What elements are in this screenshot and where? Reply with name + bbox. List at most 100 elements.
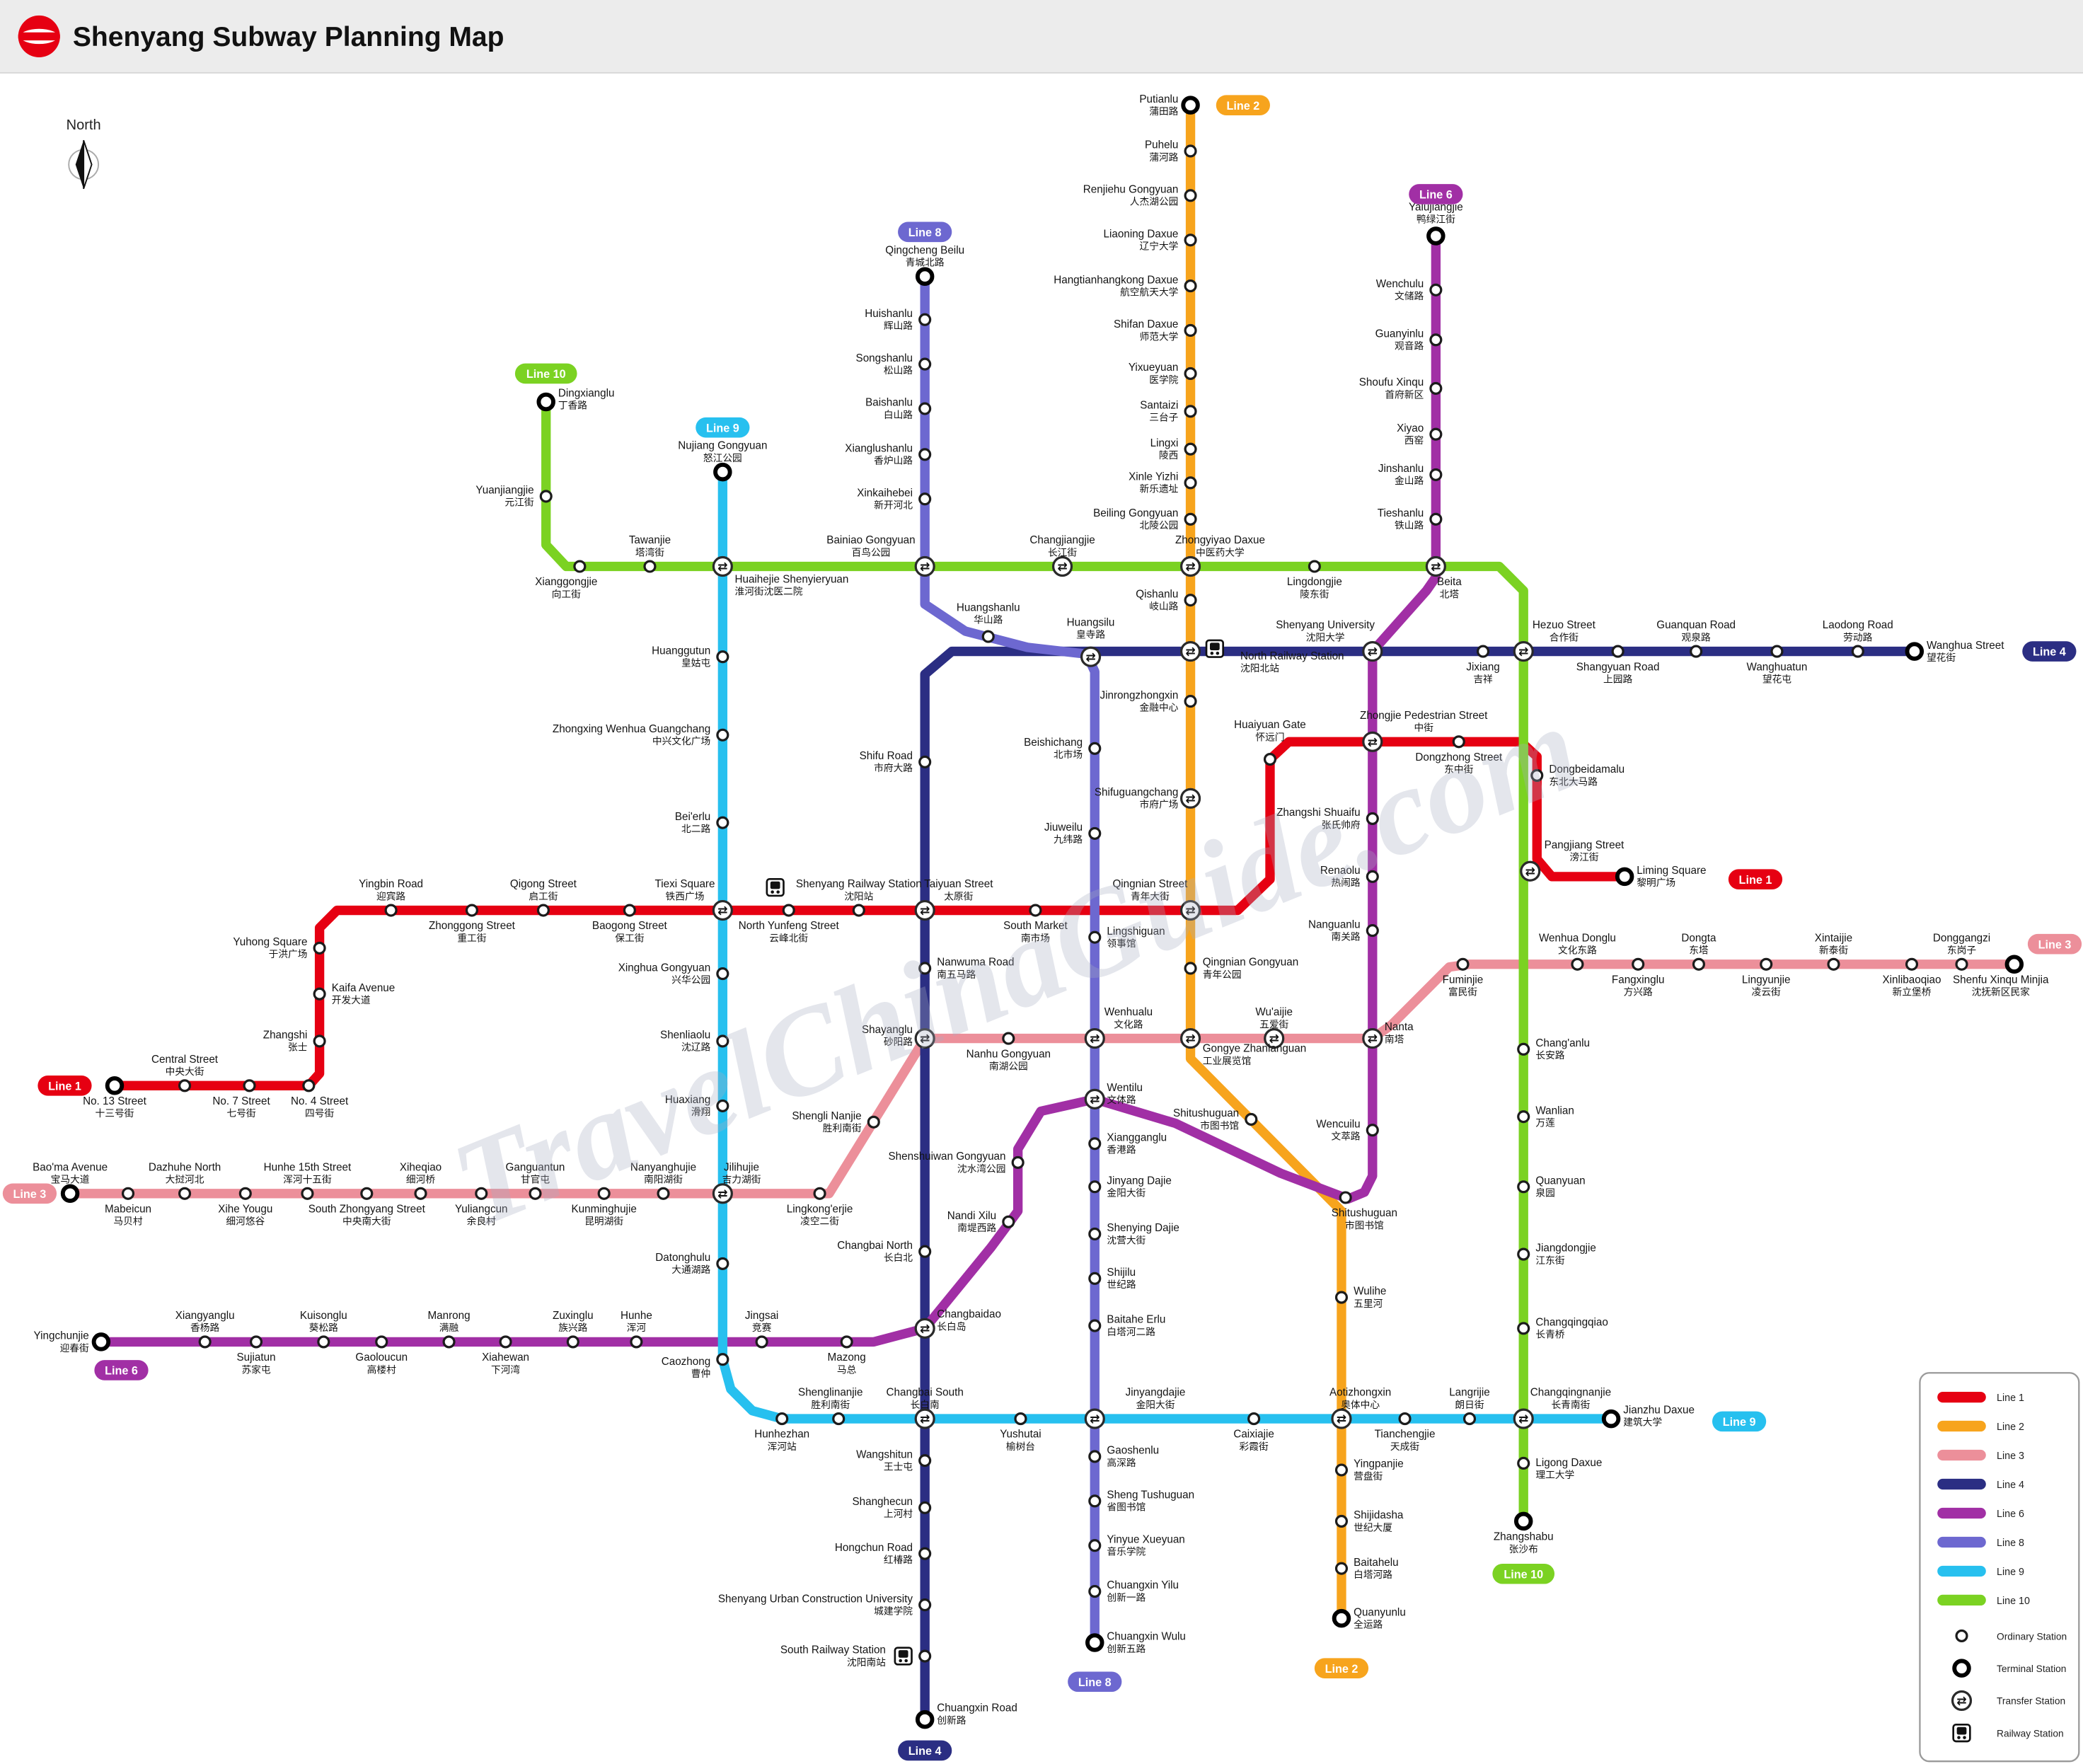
station-line-1-baogong-street <box>623 904 636 917</box>
station-line-9-caixiajie <box>1247 1412 1261 1426</box>
svg-text:开发大道: 开发大道 <box>332 995 371 1005</box>
svg-text:Chang'anlu: Chang'anlu <box>1535 1037 1590 1049</box>
svg-text:Hunhe: Hunhe <box>621 1310 652 1322</box>
svg-text:Xinlibaoqiao: Xinlibaoqiao <box>1882 974 1941 986</box>
station-line-8-gaoshenlu <box>1088 1450 1102 1463</box>
line-1-badge: Line 1 <box>1728 869 1783 889</box>
station-line-4-wangshitun <box>918 1454 932 1468</box>
station-line-2-beiling-gongyuan <box>1184 512 1197 526</box>
svg-text:新泰街: 新泰街 <box>1819 945 1848 956</box>
svg-text:⇄: ⇄ <box>1057 560 1067 574</box>
svg-text:保工街: 保工街 <box>615 933 644 943</box>
station-line-2-qishanlu <box>1184 594 1197 607</box>
svg-text:元江街: 元江街 <box>504 497 533 508</box>
svg-text:万莲: 万莲 <box>1535 1117 1555 1128</box>
svg-text:No. 13 Street: No. 13 Street <box>83 1095 147 1107</box>
svg-text:白塔河路: 白塔河路 <box>1354 1569 1392 1580</box>
svg-text:Line 8: Line 8 <box>908 226 942 239</box>
svg-text:香炉山路: 香炉山路 <box>874 456 913 466</box>
svg-text:Lingxi: Lingxi <box>1150 437 1179 449</box>
svg-text:创新一路: 创新一路 <box>1107 1592 1146 1603</box>
svg-text:南五马路: 南五马路 <box>937 969 976 980</box>
svg-text:Songshanlu: Songshanlu <box>856 352 913 364</box>
svg-text:Zhonggong Street: Zhonggong Street <box>429 920 516 932</box>
svg-text:文储路: 文储路 <box>1395 291 1424 301</box>
svg-text:Lingyunjie: Lingyunjie <box>1742 974 1791 986</box>
line-10-badge: Line 10 <box>1492 1563 1555 1584</box>
station-line-6-jinshanlu <box>1429 468 1443 481</box>
svg-text:Jixiang: Jixiang <box>1466 661 1499 673</box>
svg-text:Yushutai: Yushutai <box>1000 1429 1041 1441</box>
legend-row-line-3: Line 3 <box>1937 1449 2024 1462</box>
legend-row-line-9: Line 9 <box>1937 1565 2024 1578</box>
station-line-8-bainiao-gongyuan: ⇄ <box>914 555 935 577</box>
svg-text:红椿路: 红椿路 <box>884 1555 913 1565</box>
station-line-1-zhangshi <box>313 1034 326 1048</box>
svg-text:Jinyang Dajie: Jinyang Dajie <box>1107 1175 1171 1187</box>
svg-text:长安路: 长安路 <box>1535 1050 1564 1061</box>
station-line-2-gongye-zhanlanguan: ⇄ <box>1179 1028 1201 1049</box>
svg-text:文萃路: 文萃路 <box>1331 1131 1360 1142</box>
svg-text:富民街: 富民街 <box>1448 986 1477 998</box>
header-bar <box>0 0 2083 73</box>
station-line-6-shoufu-xinqu <box>1429 381 1443 395</box>
line-9-badge: Line 9 <box>1712 1411 1767 1432</box>
station-line-6-mazong <box>840 1335 853 1349</box>
svg-text:工业展览馆: 工业展览馆 <box>1203 1056 1252 1066</box>
svg-text:⇄: ⇄ <box>920 904 930 918</box>
subway-logo-icon <box>18 15 60 58</box>
svg-text:重工街: 重工街 <box>457 933 486 943</box>
svg-text:沈阳南站: 沈阳南站 <box>847 1657 886 1668</box>
page-title: Shenyang Subway Planning Map <box>73 22 504 52</box>
svg-text:Chuangxin Road: Chuangxin Road <box>937 1702 1017 1714</box>
svg-text:竞赛: 竞赛 <box>752 1322 772 1333</box>
station-line-10-zhangshabu <box>1513 1511 1533 1531</box>
svg-text:南堤西路: 南堤西路 <box>957 1223 996 1233</box>
svg-text:Changqingnanjie: Changqingnanjie <box>1530 1387 1611 1399</box>
station-line-3-shengli-nanjie <box>867 1115 880 1129</box>
station-line-1-dongbeidamalu <box>1530 768 1544 782</box>
station-line-9-xinghua-gongyuan <box>716 967 729 981</box>
svg-text:Hangtianhangkong Daxue: Hangtianhangkong Daxue <box>1054 274 1178 286</box>
svg-text:Huaihejie Shenyieryuan: Huaihejie Shenyieryuan <box>734 573 848 585</box>
svg-text:创新路: 创新路 <box>937 1715 966 1726</box>
station-line-10-ligong-daxue <box>1517 1456 1530 1470</box>
svg-text:蒲河路: 蒲河路 <box>1149 152 1178 163</box>
svg-text:Line 3: Line 3 <box>1997 1451 2024 1462</box>
station-line-6-jingsai <box>755 1335 768 1349</box>
svg-text:沈阳北站: 沈阳北站 <box>1240 663 1279 674</box>
svg-text:Line 2: Line 2 <box>1226 100 1259 113</box>
legend-row-line-4: Line 4 <box>1937 1478 2024 1491</box>
svg-text:泉园: 泉园 <box>1535 1187 1554 1199</box>
svg-text:长白北: 长白北 <box>884 1252 913 1263</box>
svg-text:Line 2: Line 2 <box>1325 1663 1358 1676</box>
station-line-6-hunhe <box>630 1335 643 1349</box>
station-line-9-langrijie <box>1462 1412 1477 1426</box>
svg-text:岐山路: 岐山路 <box>1149 601 1178 611</box>
svg-text:No. 7 Street: No. 7 Street <box>212 1095 270 1107</box>
station-line-2-puhelu <box>1184 144 1197 158</box>
svg-text:沈营大街: 沈营大街 <box>1107 1235 1146 1245</box>
legend-row-ordinary-station: Ordinary Station <box>1955 1629 2067 1642</box>
svg-text:彩霞街: 彩霞街 <box>1240 1441 1269 1452</box>
svg-text:⇄: ⇄ <box>1185 645 1195 659</box>
svg-text:Kaifa Avenue: Kaifa Avenue <box>332 982 396 994</box>
